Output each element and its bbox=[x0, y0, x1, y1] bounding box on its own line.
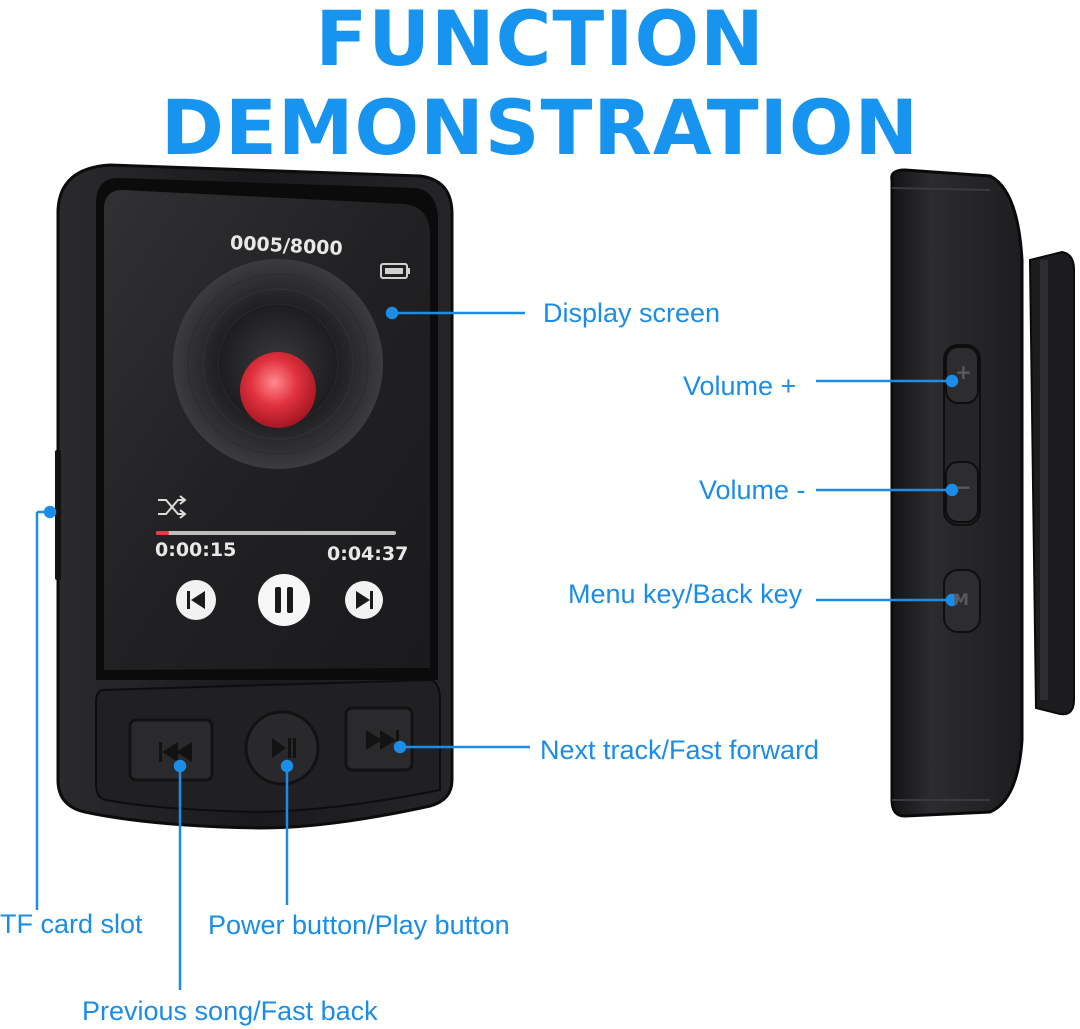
volume-minus-glyph[interactable]: − bbox=[955, 475, 972, 499]
volume-plus-glyph[interactable]: + bbox=[955, 360, 972, 384]
label-volume-down: Volume - bbox=[699, 475, 806, 505]
total-time: 0:04:37 bbox=[327, 543, 409, 565]
device-side bbox=[890, 168, 1075, 818]
next-button bbox=[344, 706, 414, 772]
label-display-screen: Display screen bbox=[543, 298, 721, 328]
shuffle-icon bbox=[158, 495, 187, 519]
elapsed-time: 0:00:15 bbox=[155, 539, 237, 561]
label-previous-song: Previous song/Fast back bbox=[82, 996, 378, 1026]
prev-button bbox=[128, 718, 214, 782]
label-volume-up: Volume + bbox=[683, 371, 797, 401]
label-tf-card: TF card slot bbox=[0, 909, 143, 939]
label-menu-key: Menu key/Back key bbox=[568, 579, 803, 609]
screen-next-icon bbox=[345, 581, 383, 619]
screen-prev-icon bbox=[176, 580, 216, 620]
screen-pause-icon bbox=[258, 574, 310, 626]
play-pause-button bbox=[244, 710, 320, 786]
label-next-track: Next track/Fast forward bbox=[540, 735, 820, 765]
menu-glyph[interactable]: M bbox=[953, 590, 969, 609]
callout-lines bbox=[35, 306, 959, 990]
page-title: FUNCTION DEMONSTRATION bbox=[160, 0, 920, 172]
record-center-icon bbox=[240, 352, 316, 428]
label-power-play: Power button/Play button bbox=[208, 910, 510, 940]
